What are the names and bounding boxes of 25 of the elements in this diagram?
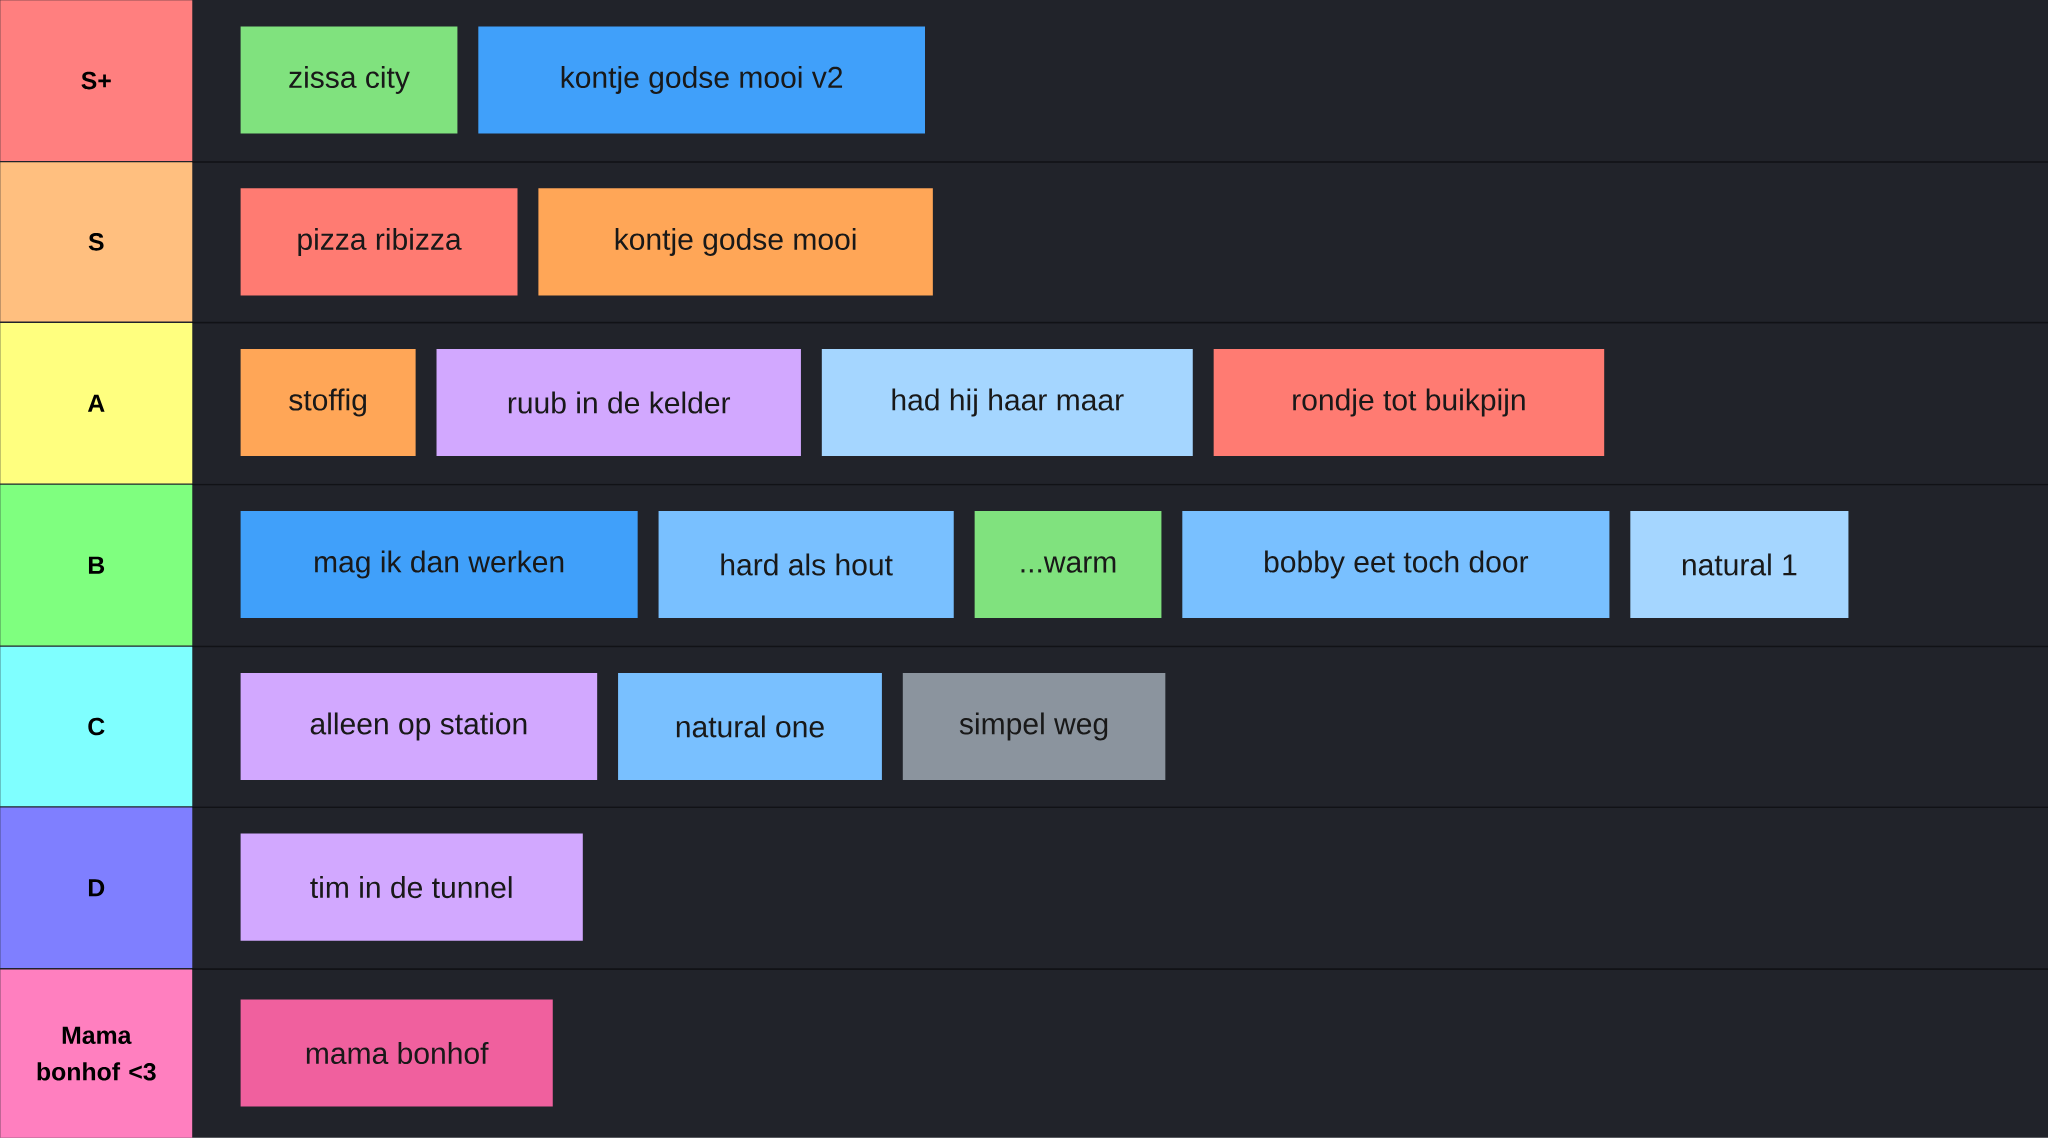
tier-item: hard als hout [658,511,954,619]
tier-label: C [0,647,193,807]
tier-item: alleen op station [240,673,598,781]
tier-item: kontje godse mooi v2 [478,26,925,134]
tier-item: tim in de tunnel [240,833,583,941]
tier-item: zissa city [240,26,458,134]
tier-item: natural 1 [1630,511,1849,619]
tier-label: S+ [0,0,193,162]
tier-label: Mama bonhof <3 [0,969,193,1138]
tier-item: ...warm [974,511,1162,619]
tier-item: simpel weg [902,673,1166,781]
tier-label: B [0,485,193,646]
tier-item: kontje godse mooi [538,188,933,296]
tier-item: rondje tot buikpijn [1213,349,1605,457]
tier-item: mama bonhof [240,999,553,1107]
tier-item: mag ik dan werken [240,511,638,619]
tier-label: S [0,162,193,322]
tier-item: stoffig [240,349,416,457]
tier-label: D [0,807,193,969]
tier-item: bobby eet toch door [1182,511,1610,619]
tier-item: natural one [618,673,882,781]
tier-item: ruub in de kelder [436,349,801,457]
tier-label: A [0,323,193,484]
tier-item: had hij haar maar [821,349,1193,457]
tier-item: pizza ribizza [240,188,518,296]
